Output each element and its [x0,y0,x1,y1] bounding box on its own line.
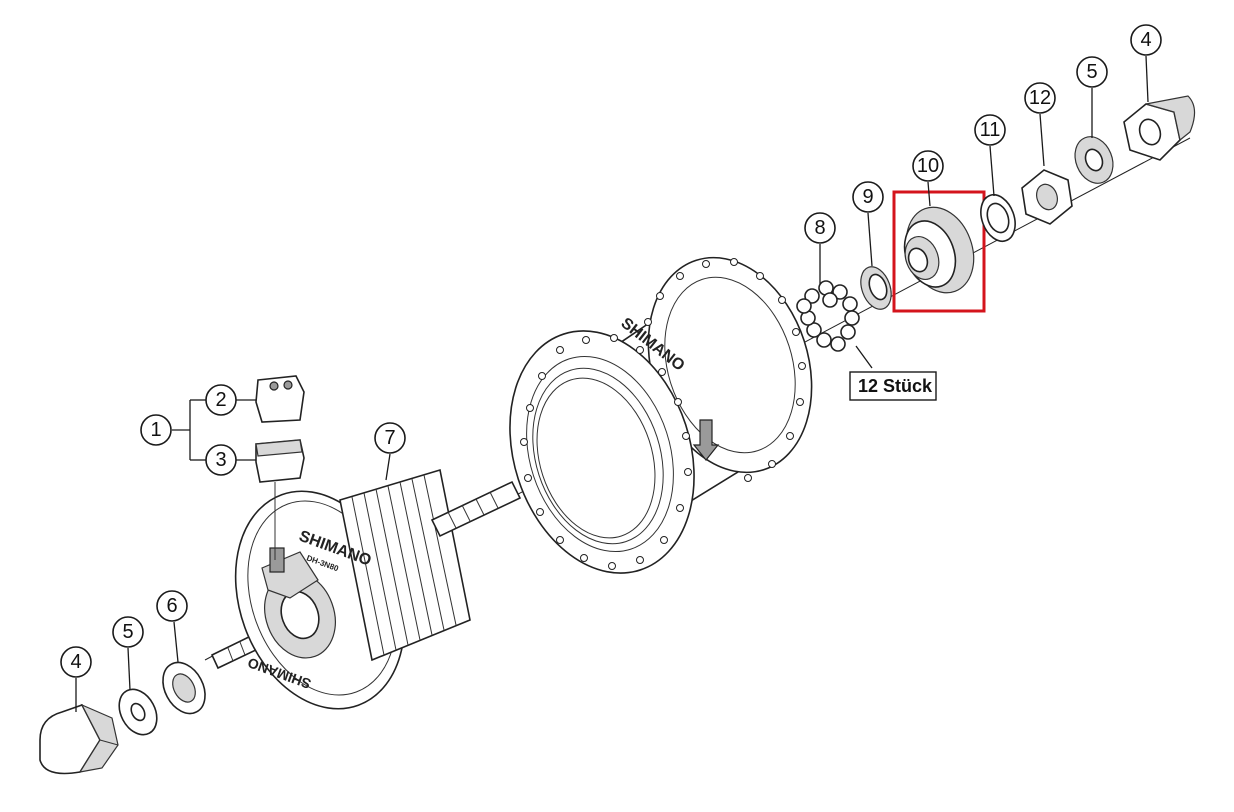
callout-7: 7 [374,422,406,454]
leader-lines [75,55,1149,712]
callout-6: 6 [156,590,188,622]
part-connector-plug [255,375,305,423]
callout-8: 8 [804,212,836,244]
callout-5-left: 5 [112,616,144,648]
svg-text:1: 1 [150,419,161,441]
callout-10: 10 [912,150,944,182]
callout-2: 2 [205,384,237,416]
svg-text:5: 5 [1086,61,1097,83]
part-washer-left [118,688,158,736]
callout-5-right: 5 [1076,56,1108,88]
rotation-arrow [692,419,720,461]
callout-4-left: 4 [60,646,92,678]
part-washer-11 [980,193,1016,243]
callout-1: 1 [140,414,172,446]
svg-text:9: 9 [862,186,873,208]
part-lock-washer-left [162,661,206,715]
svg-text:5: 5 [122,621,133,643]
callout-11: 11 [974,114,1006,146]
svg-text:7: 7 [384,427,395,449]
spoke-holes-right [644,258,806,482]
callout-4-right: 4 [1130,24,1162,56]
part-cap-nut-left [39,703,119,775]
spoke-holes-left [520,334,692,570]
part-connector-cover [255,439,305,483]
part-dust-seal [860,266,892,310]
svg-text:8: 8 [814,217,825,239]
callout-3: 3 [205,444,237,476]
part-cap-nut-right [1123,95,1196,161]
svg-text:12: 12 [1029,87,1051,109]
part-toothed-washer-right [1074,136,1114,184]
svg-text:3: 3 [215,449,226,471]
part-lock-nut [1021,169,1073,225]
svg-text:10: 10 [917,155,939,177]
svg-text:2: 2 [215,389,226,411]
part-cone [903,206,975,294]
part-driver-assembly: SHIMANO DH-3N80 SHIMANO [210,468,522,710]
svg-text:4: 4 [1140,29,1151,51]
svg-text:4: 4 [70,651,81,673]
callout-9: 9 [852,181,884,213]
highlight-box-part-10 [892,190,986,313]
svg-text:11: 11 [980,119,1001,141]
quantity-note-text: 12 Stück [858,376,933,396]
part-ball-bearings [796,280,860,352]
quantity-note-box: 12 Stück [849,371,937,401]
svg-text:6: 6 [166,595,177,617]
part-hub-shell: SHIMANO [509,256,813,574]
callout-12: 12 [1024,82,1056,114]
